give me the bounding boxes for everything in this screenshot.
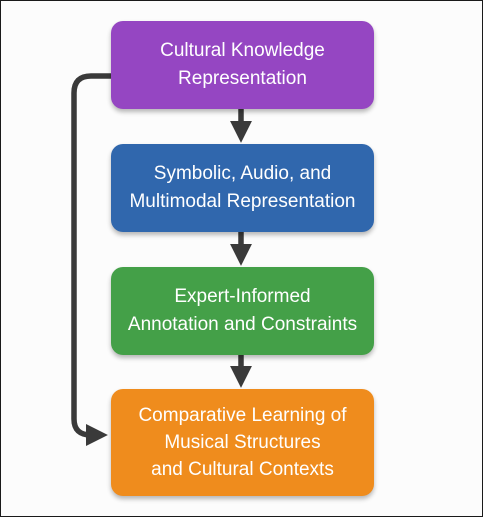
node-label: Comparative Learning of Musical Structur… bbox=[138, 405, 347, 480]
node-label: Expert-Informed Annotation and Constrain… bbox=[127, 286, 358, 335]
node-comparative-learning: Comparative Learning of Musical Structur… bbox=[111, 389, 374, 496]
node-expert-informed-annotation: Expert-Informed Annotation and Constrain… bbox=[111, 267, 374, 355]
node-cultural-knowledge-representation: Cultural Knowledge Representation bbox=[111, 21, 374, 109]
node-symbolic-audio-multimodal-representation: Symbolic, Audio, and Multimodal Represen… bbox=[111, 144, 374, 232]
arrow-loop-1-to-4 bbox=[71, 73, 111, 446]
node-label: Cultural Knowledge Representation bbox=[160, 40, 325, 89]
node-label: Symbolic, Audio, and Multimodal Represen… bbox=[129, 163, 356, 212]
